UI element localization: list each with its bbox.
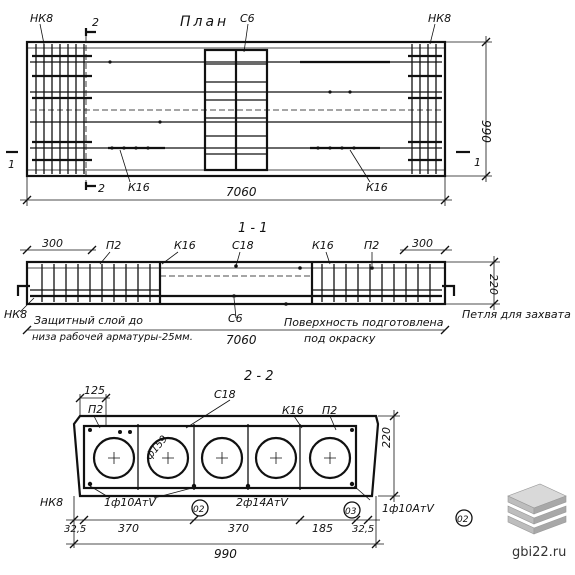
slab-logo-icon xyxy=(507,483,567,535)
section2-mark-02a: 02 xyxy=(193,505,205,515)
section2-dim-370-b: 370 xyxy=(228,522,249,535)
plan-length-dim: 7060 xyxy=(226,185,257,199)
plan-cut2-bottom-label: 2 xyxy=(98,182,105,195)
section1-p2-left-label: П2 xyxy=(106,239,121,252)
section1-note-cover-line1: Защитный слой до xyxy=(34,314,143,327)
section1-note-surface-line2: под окраску xyxy=(304,332,376,345)
section-1-1-title: 1 - 1 xyxy=(238,221,268,236)
plan-k16-b-label: К16 xyxy=(366,181,388,194)
section1-height-dim: 220 xyxy=(487,274,500,295)
plan-cut1-left-label: 1 xyxy=(8,158,15,171)
section-1-1-view xyxy=(16,245,500,335)
section2-dim-125: 125 xyxy=(84,384,105,397)
central-cage xyxy=(203,48,269,172)
section1-k16-right-label: К16 xyxy=(312,239,334,252)
plan-width-dim: 990 xyxy=(479,120,493,143)
section2-dim-32-5-left: 32,5 xyxy=(64,524,86,535)
section2-p2-right-label: П2 xyxy=(322,404,337,417)
plan-title: План xyxy=(180,14,229,30)
section2-mark-02b: 02 xyxy=(457,515,469,525)
plan-cut2-top-label: 2 xyxy=(92,16,99,29)
section1-note-cover-line2: низа рабочей арматуры-25мм. xyxy=(32,331,193,343)
section1-nk8-label: НК8 xyxy=(4,308,27,321)
plan-cut1-right-label: 1 xyxy=(474,156,481,169)
watermark-site[interactable]: gbi22.ru xyxy=(512,545,566,560)
section1-c18-label: С18 xyxy=(232,239,254,252)
section1-length-dim: 7060 xyxy=(226,333,257,347)
section2-c18-label: С18 xyxy=(214,388,236,401)
section1-c6-label: С6 xyxy=(228,312,243,325)
section2-dim-32-5-right: 32,5 xyxy=(352,524,374,535)
plan-view xyxy=(6,23,492,206)
section2-bar2-label: 2ф14АтⅤ xyxy=(236,496,289,509)
section-2-2-title: 2 - 2 xyxy=(244,369,274,384)
section2-height-dim: 220 xyxy=(380,427,393,448)
section2-mark-03: 03 xyxy=(345,507,357,517)
section1-k16-left-label: К16 xyxy=(174,239,196,252)
section2-dim-370-a: 370 xyxy=(118,522,139,535)
section2-bar3-label: 1ф10АтⅤ xyxy=(382,502,435,515)
section2-dim-185: 185 xyxy=(312,522,333,535)
section1-p2-right-label: П2 xyxy=(364,239,379,252)
section2-nk8-label: НК8 xyxy=(40,496,63,509)
section1-note-lift: Петля для захвата xyxy=(462,308,571,321)
section2-p2-left-label: П2 xyxy=(88,403,103,416)
section1-dim-300-left: 300 xyxy=(42,237,63,250)
left-end-mesh xyxy=(32,44,92,174)
section2-total-dim: 990 xyxy=(214,547,237,561)
section1-note-surface-line1: Поверхность подготовлена xyxy=(284,316,444,329)
section2-k16-label: К16 xyxy=(282,404,304,417)
right-end-mesh xyxy=(408,44,442,174)
plan-nk8-right-label: НК8 xyxy=(428,12,451,25)
section-2-2-view xyxy=(66,393,473,549)
plan-c6-label: С6 xyxy=(240,12,255,25)
plan-nk8-left-label: НК8 xyxy=(30,12,53,25)
section1-dim-300-right: 300 xyxy=(412,237,433,250)
plan-k16-a-label: К16 xyxy=(128,181,150,194)
section2-bar1-label: 1ф10АтⅤ xyxy=(104,496,157,509)
